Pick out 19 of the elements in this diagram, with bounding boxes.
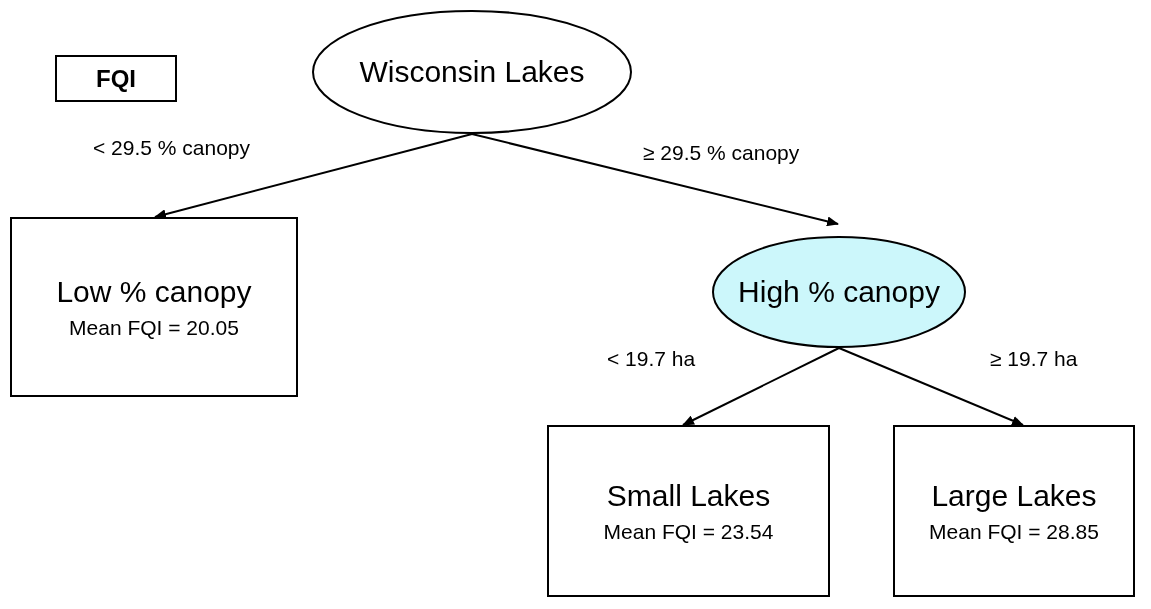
arrow xyxy=(154,133,473,220)
mean-value: Mean FQI = 28.85 xyxy=(929,518,1099,545)
node-title: Small Lakes xyxy=(606,478,771,515)
title-box xyxy=(55,55,177,102)
mean-value: Mean FQI = 23.54 xyxy=(603,518,774,545)
arrow xyxy=(682,347,840,426)
root-ellipse xyxy=(312,10,632,134)
arrow xyxy=(838,347,1024,426)
arrow xyxy=(471,133,839,227)
node-title: High % canopy xyxy=(738,274,940,311)
node-title: Large Lakes xyxy=(931,478,1097,515)
leaf-box xyxy=(10,217,298,397)
leaf-box xyxy=(547,425,830,597)
node-title: Wisconsin Lakes xyxy=(359,54,585,91)
node-title: FQI xyxy=(96,63,136,94)
leaf-box xyxy=(893,425,1135,597)
split-ellipse xyxy=(712,236,966,348)
node-title: Low % canopy xyxy=(56,274,252,311)
mean-value: Mean FQI = 20.05 xyxy=(69,314,239,341)
